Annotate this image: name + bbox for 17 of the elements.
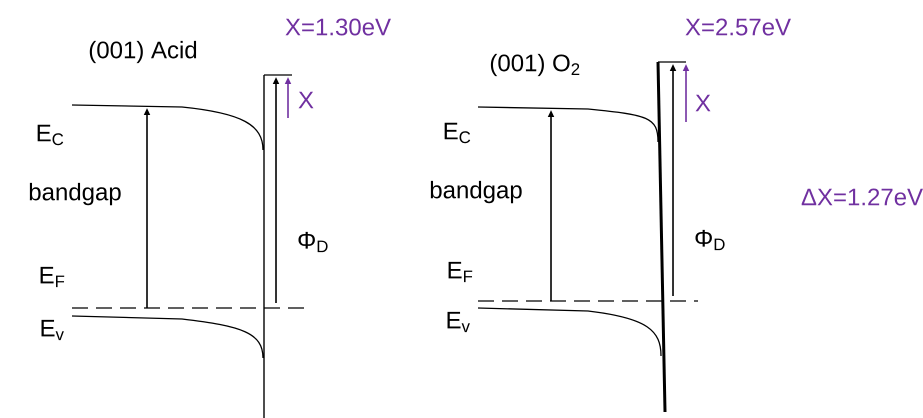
energy-label: E$_{C}$	[444, 122, 470, 144]
panel-title: (001) O$_{2}$	[490, 54, 580, 76]
panel-title: (001) Acid	[90, 40, 196, 64]
value-label: X=2.57eV	[686, 18, 791, 36]
value-label: ΔX=1.27eV	[802, 188, 923, 206]
energy-label: E$_{F}$	[448, 262, 472, 282]
symbol-label: X	[298, 92, 314, 108]
symbol-label: Φ$_{D}$	[695, 230, 725, 250]
energy-label: bandgap	[430, 180, 522, 204]
energy-label: E$_{C}$	[38, 124, 64, 146]
symbol-label: Φ$_{D}$	[298, 232, 328, 252]
energy-label: E$_{F}$	[40, 266, 64, 288]
symbol-label: X	[696, 94, 710, 112]
energy-label: bandgap	[30, 182, 121, 206]
value-label: X=1.30eV	[286, 18, 391, 36]
energy-label: E$_{v}$	[448, 312, 470, 332]
energy-label: E$_{v}$	[42, 320, 64, 340]
